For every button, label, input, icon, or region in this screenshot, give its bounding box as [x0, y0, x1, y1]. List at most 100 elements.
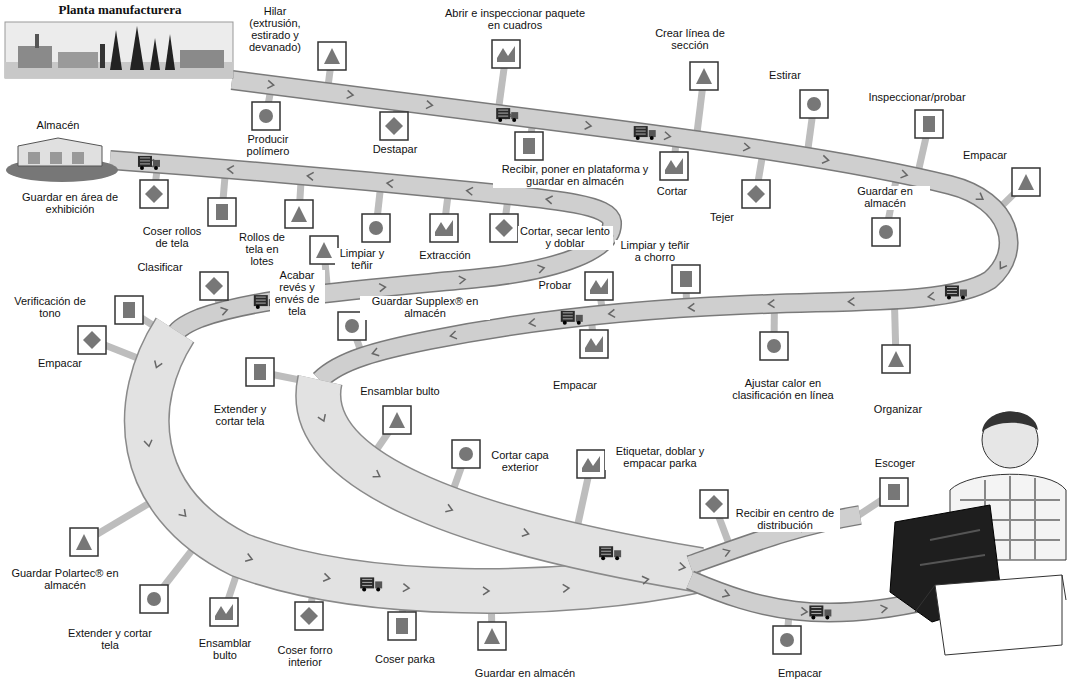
- step-label: Inspeccionar/probar: [866, 92, 967, 104]
- flow-arrow: [880, 604, 887, 613]
- flow-arrow: [379, 283, 386, 292]
- flow-arrow: [144, 440, 153, 447]
- step-icon: [115, 296, 143, 324]
- step-icon: [690, 62, 718, 90]
- step-icon: [800, 90, 828, 118]
- flow-arrow: [529, 318, 536, 327]
- step-icon: [383, 406, 411, 434]
- truck: [634, 126, 656, 140]
- label-text: Probar: [538, 280, 571, 292]
- flow-arrow: [371, 348, 379, 357]
- label-text: Coser parka: [375, 654, 435, 666]
- truck: [599, 546, 621, 560]
- step-label: Guardar en área de exhibición: [10, 192, 130, 216]
- step-icon: [200, 272, 228, 300]
- label-text: Empacar: [38, 358, 82, 370]
- step-label: Etiquetar, doblar y empacar parka: [605, 446, 715, 470]
- label-text: Coser forro interior: [272, 645, 338, 669]
- label-text: Escoger: [875, 458, 915, 470]
- step-label: Crear línea de sección: [650, 28, 730, 52]
- label-text: Inspeccionar/probar: [868, 92, 965, 104]
- flow-arrow: [373, 470, 382, 480]
- step-icon: [478, 622, 506, 650]
- trucks: [138, 108, 967, 619]
- step-icon: [318, 42, 346, 70]
- label-text: Coser rollos de tela: [139, 226, 205, 250]
- flow-arrow: [323, 573, 330, 582]
- step-label: Ajustar calor en clasificación en línea: [713, 378, 853, 402]
- label-text: Guardar en almacén: [475, 668, 575, 680]
- step-icon: [700, 490, 728, 518]
- flow-arrow: [563, 584, 570, 592]
- step-icon: [580, 330, 608, 358]
- step-icon: [208, 198, 236, 226]
- label-text: Rollos de tela en lotes: [237, 232, 288, 268]
- step-icon: [70, 528, 98, 556]
- label-text: Organizar: [874, 404, 922, 416]
- truck: [138, 156, 160, 170]
- flow-arrow: [688, 303, 694, 311]
- step-label: Empacar: [776, 668, 824, 680]
- flow-arrow: [245, 554, 253, 564]
- flow-arrow: [318, 414, 328, 423]
- step-icon: [295, 602, 323, 630]
- label-text: Limpiar y teñir a chorro: [617, 240, 693, 264]
- step-label: Clasificar: [135, 262, 184, 274]
- step-label: Destapar: [371, 144, 420, 156]
- truck: [496, 108, 518, 122]
- label-text: Estirar: [769, 70, 801, 82]
- step-label: Coser rollos de tela: [137, 226, 207, 250]
- label-text: Cortar: [657, 186, 688, 198]
- flow-arrow: [546, 195, 553, 204]
- flow-arrow: [997, 261, 1007, 270]
- step-label: Guardar en almacén: [473, 668, 577, 680]
- step-icon: [140, 180, 168, 208]
- flow-arrow: [976, 193, 985, 203]
- label-text: Destapar: [373, 144, 418, 156]
- flow-arrow: [179, 509, 189, 519]
- flow-arrows: [144, 80, 1007, 615]
- step-icon: [915, 110, 943, 138]
- step-icon: [882, 345, 910, 373]
- flow-arrow: [483, 587, 489, 595]
- label-text: Guardar en área de exhibición: [12, 192, 128, 216]
- step-icon: [773, 626, 801, 654]
- step-label: Limpiar y teñir a chorro: [615, 240, 695, 264]
- flow-arrow: [450, 331, 457, 340]
- step-icon: [492, 40, 520, 68]
- flow-arrow: [722, 590, 730, 600]
- truck: [945, 285, 967, 299]
- flow-arrow: [426, 101, 433, 110]
- label-text: Producir polímero: [230, 134, 306, 158]
- step-icon: [362, 214, 390, 242]
- step-icon: [880, 478, 908, 506]
- truck: [809, 605, 831, 619]
- flow-arrow: [387, 179, 394, 188]
- step-label: Extender y cortar tela: [65, 628, 155, 652]
- warehouse-label: Almacén: [35, 120, 82, 132]
- customer-illustration: [890, 411, 1066, 655]
- flow-arrow: [522, 529, 530, 538]
- label-text: Crear línea de sección: [652, 28, 728, 52]
- label-text: Clasificar: [137, 262, 182, 274]
- label-text: Extender y cortar tela: [67, 628, 153, 652]
- step-icon: [140, 585, 168, 613]
- label-text: Guardar Polartec® en almacén: [7, 568, 123, 592]
- step-label: Cortar, secar lento y doblar: [518, 226, 613, 250]
- step-icon: [210, 598, 238, 626]
- label-text: Empacar: [553, 380, 597, 392]
- step-label: Empacar: [961, 150, 1009, 162]
- step-label: Producir polímero: [228, 134, 308, 158]
- flow-arrow: [537, 264, 545, 273]
- flow-arrow: [220, 306, 228, 315]
- truck: [561, 311, 583, 325]
- flow-arrow: [227, 165, 234, 173]
- flow-arrow: [466, 187, 473, 196]
- step-icon: [577, 450, 605, 478]
- step-icon: [742, 180, 770, 208]
- step-label: Cortar capa exterior: [485, 450, 555, 474]
- step-icon: [380, 112, 408, 140]
- label-text: Empacar: [778, 668, 822, 680]
- truck: [360, 577, 382, 591]
- step-label: Abrir e inspeccionar paquete en cuadros: [440, 8, 590, 32]
